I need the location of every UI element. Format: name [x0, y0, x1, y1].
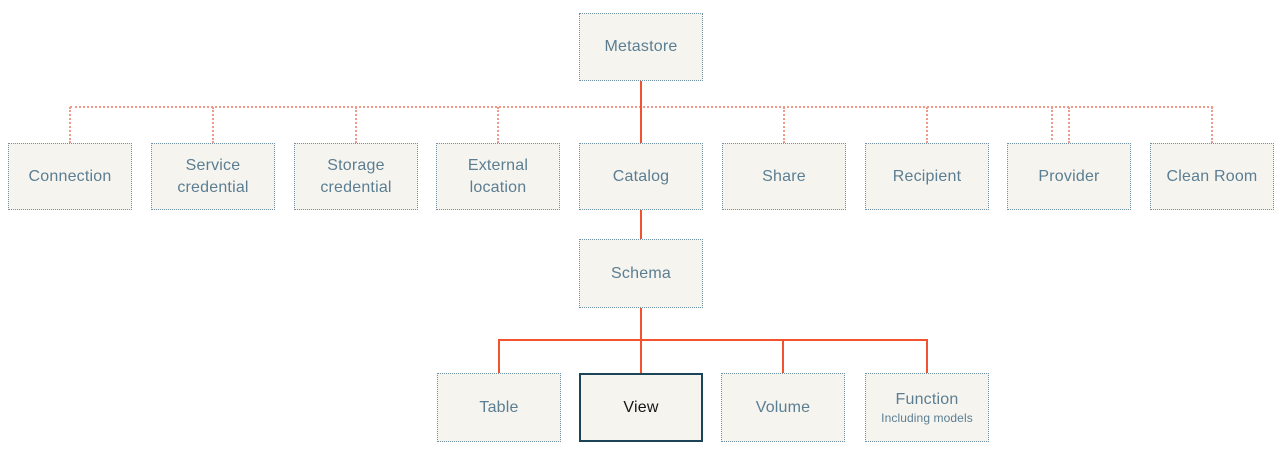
node-function-sublabel: Including models	[881, 410, 973, 425]
volume-drop-connector	[782, 339, 784, 373]
connection-drop-connector	[69, 107, 71, 143]
node-connection: Connection	[8, 143, 132, 210]
node-storage-credential-label: Storage credential	[320, 157, 392, 196]
node-connection-label: Connection	[28, 167, 112, 185]
function-drop-connector	[926, 339, 928, 373]
node-volume: Volume	[721, 373, 845, 442]
clean-room-drop-connector	[1211, 107, 1213, 143]
view-drop-connector	[640, 339, 642, 373]
schema-children-bus-connector	[498, 339, 928, 341]
node-catalog: Catalog	[579, 143, 703, 210]
recipient-drop-connector	[926, 107, 928, 143]
metastore-catalog-connector	[640, 81, 642, 143]
node-storage-credential: Storage credential	[294, 143, 418, 210]
node-share: Share	[722, 143, 846, 210]
catalog-schema-connector	[640, 210, 642, 239]
storage-credential-drop-connector	[355, 107, 357, 143]
node-clean-room-label: Clean Room	[1166, 167, 1258, 185]
node-external-location-label: External location	[467, 157, 529, 196]
node-service-credential: Service credential	[151, 143, 275, 210]
node-view-label: View	[623, 398, 659, 416]
node-function: Function Including models	[865, 373, 989, 442]
schema-bus-connector	[640, 308, 642, 339]
node-service-credential-label: Service credential	[177, 157, 249, 196]
provider-extra-drop-connector	[1051, 107, 1053, 140]
node-metastore: Metastore	[579, 13, 703, 81]
node-recipient-label: Recipient	[892, 167, 962, 185]
service-credential-drop-connector	[212, 107, 214, 143]
node-volume-label: Volume	[755, 398, 811, 416]
node-catalog-label: Catalog	[612, 167, 670, 185]
table-drop-connector	[498, 339, 500, 373]
node-schema-label: Schema	[611, 264, 671, 282]
node-external-location: External location	[436, 143, 560, 210]
node-provider: Provider	[1007, 143, 1131, 210]
node-schema: Schema	[579, 239, 703, 308]
share-drop-connector	[783, 107, 785, 143]
node-clean-room: Clean Room	[1150, 143, 1274, 210]
node-function-label: Function	[895, 390, 959, 408]
node-table: Table	[437, 373, 561, 442]
node-metastore-label: Metastore	[604, 38, 678, 56]
node-share-label: Share	[762, 167, 806, 185]
node-recipient: Recipient	[865, 143, 989, 210]
external-location-drop-connector	[497, 107, 499, 143]
node-view: View	[579, 373, 703, 442]
provider-drop-connector	[1068, 107, 1070, 143]
node-table-label: Table	[479, 398, 519, 416]
node-provider-label: Provider	[1038, 167, 1100, 185]
